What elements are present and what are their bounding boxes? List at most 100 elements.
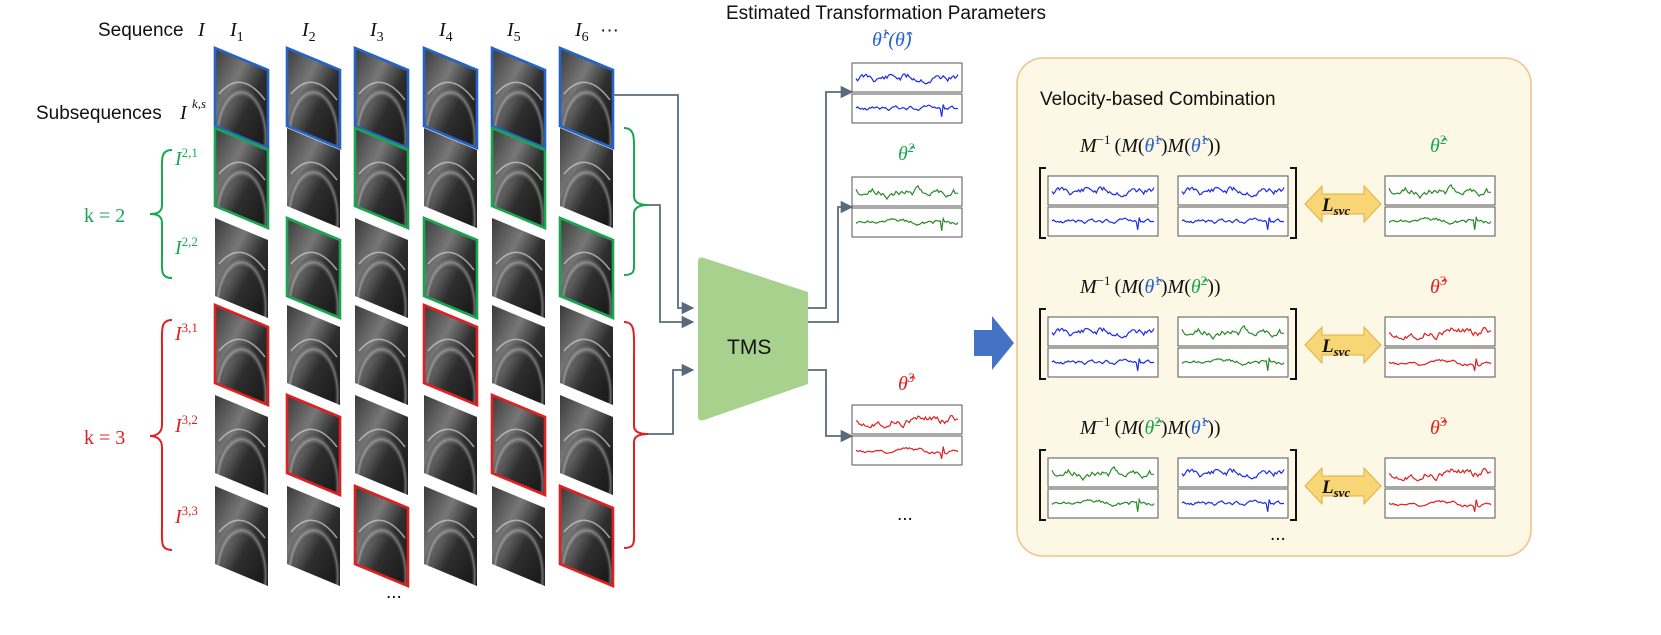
ultrasound-frame-r2-c2 [287,128,340,228]
ultrasound-frame-r4-c2 [287,305,340,405]
theta1-label: θ̂1(θ̂) [872,26,913,51]
theta2-label: θ̂2 [898,140,916,165]
combination-plot-b-2 [1177,316,1289,378]
lsvc-label-2: Lsvc [1321,336,1350,359]
bracket-left-1 [1039,167,1046,239]
left-labels: Sequence I Subsequences I k,s k = 2 k = … [36,19,206,449]
combination-target-plot-2 [1384,316,1496,378]
frame-header-4: I4 [438,19,453,45]
ultrasound-frame-r4-c4 [422,303,479,407]
arrow-tms-to-theta1 [808,85,854,309]
input-arrows [612,94,695,435]
sequence-label: Sequence [98,20,184,41]
ultrasound-frame-r5-c1 [215,395,268,495]
right-braces [623,127,649,549]
subsequence-label-32: I3,2 [174,412,198,437]
combination-target-plot-3 [1384,457,1496,519]
frames-ellipsis: ··· [600,20,619,41]
ultrasound-frame-r1-c6 [558,46,615,150]
lsvc-label-3: Lsvc [1321,477,1350,500]
velocity-title: Velocity-based Combination [1040,89,1276,110]
ultrasound-frame-r2-c5 [490,126,547,230]
subsequences-superscript: k,s [192,96,206,111]
ultrasound-frame-r3-c2 [285,216,342,320]
ultrasound-frame-r6-c5 [492,486,545,586]
ultrasound-frame-r1-c3 [353,46,410,150]
ultrasound-frame-r6-c6 [558,484,615,588]
subsequence-label-21: I2,1 [174,145,198,170]
brace-k2-left [149,149,173,279]
tms-block: TMS [698,257,808,421]
ultrasound-frame-r4-c6 [560,305,613,405]
k2-label: k = 2 [84,205,125,227]
tms-trapezoid [698,257,808,421]
subsequences-symbol: I [179,102,188,124]
arrow-sequence-to-tms [612,94,695,315]
subsequence-labels: I2,1I2,2I3,1I3,2I3,3 [174,145,198,528]
ultrasound-frame-r1-c5 [490,46,547,150]
frame-header-6: I6 [574,19,589,45]
combination-plot-a-3 [1047,457,1159,519]
arrow-tms-to-theta3 [808,369,854,443]
left-braces [149,149,173,551]
ultrasound-frame-r3-c3 [355,218,408,318]
ultrasound-frame-r3-c1 [215,218,268,318]
ultrasound-frame-r2-c1 [213,126,270,230]
combination-target-plot-1 [1384,175,1496,237]
output-arrows [808,85,854,443]
ultrasound-frame-r2-c3 [353,126,410,230]
theta2-plot [851,176,963,238]
arrow-k2-to-tms [648,204,695,329]
frame-header-5: I5 [506,19,521,45]
estimated-title: Estimated Transformation Parameters [726,3,1046,24]
parameter-plots [851,62,963,466]
subsequence-label-22: I2,2 [174,234,198,259]
ultrasound-frame-r3-c5 [492,218,545,318]
theta3-label: θ̂3 [898,370,916,395]
ultrasound-frame-r5-c2 [285,393,342,497]
panel-ellipsis: ... [1270,524,1286,545]
ultrasound-frame-r4-c5 [492,305,545,405]
k3-label: k = 3 [84,427,125,449]
ultrasound-frame-r4-c1 [213,303,270,407]
ultrasound-frame-r1-c1 [213,46,270,150]
combination-arrow [974,316,1014,370]
bracket-left-2 [1039,308,1046,380]
lsvc-label-1: Lsvc [1321,195,1350,218]
frame-headers: I1 I2 I3 I4 I5 I6 [229,19,589,45]
frame-header-2: I2 [301,19,316,45]
brace-k3-right [623,321,649,549]
ultrasound-frame-r6-c3 [353,484,410,588]
ultrasound-frame-r2-c4 [424,128,477,228]
brace-k3-left [149,319,173,551]
estimated-parameters: Estimated Transformation Parameters θ̂1(… [726,3,1046,525]
sequence-symbol: I [197,19,206,41]
combination-plot-b-1 [1177,175,1289,237]
frame-header-3: I3 [369,19,384,45]
ultrasound-frame-r3-c4 [422,216,479,320]
ultrasound-frame-r4-c3 [355,305,408,405]
arrow-tms-to-theta2 [808,200,854,323]
ultrasound-frame-r2-c6 [560,128,613,228]
subsequences-label: Subsequences [36,103,162,124]
frame-header-1: I1 [229,19,244,45]
bracket-right-1 [1290,167,1297,239]
lsvc-arrow-1: Lsvc [1304,184,1382,224]
lsvc-arrow-3: Lsvc [1304,466,1382,506]
bracket-right-2 [1290,308,1297,380]
ultrasound-frame-r3-c6 [558,216,615,320]
ultrasound-frame-r5-c5 [490,393,547,497]
combination-plot-a-1 [1047,175,1159,237]
subsequence-label-31: I3,1 [174,320,198,345]
bracket-left-3 [1039,449,1046,521]
combination-plot-b-3 [1177,457,1289,519]
grid-ellipsis: ... [386,582,402,603]
combination-plot-a-2 [1047,316,1159,378]
ultrasound-frame-r1-c4 [422,46,479,150]
brace-k2-right [623,127,649,276]
ultrasound-frame-r6-c2 [287,486,340,586]
theta1-plot [851,62,963,124]
